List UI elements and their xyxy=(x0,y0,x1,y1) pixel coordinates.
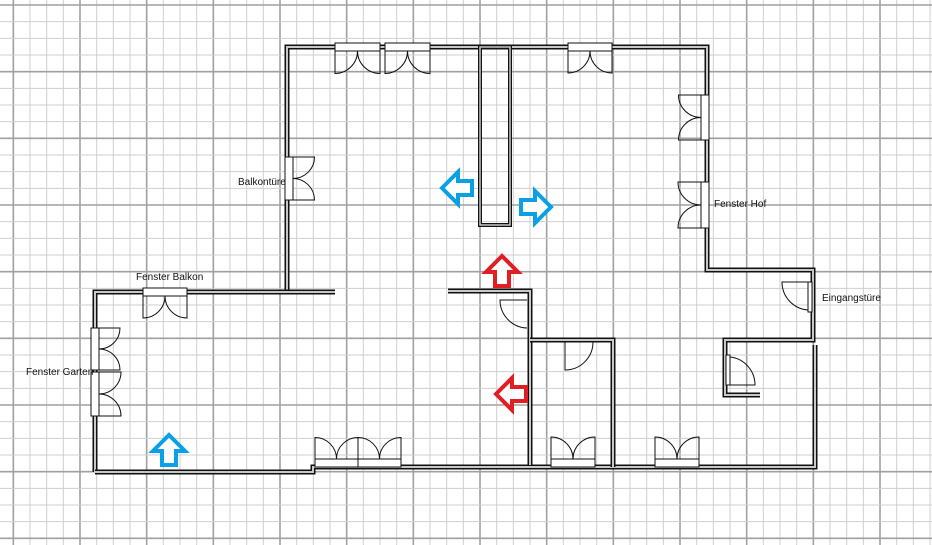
window-frame xyxy=(90,371,100,417)
window-frame xyxy=(142,287,188,297)
window-sash xyxy=(98,393,122,417)
window-frame xyxy=(334,42,381,52)
window-sash xyxy=(550,436,574,460)
column-wall xyxy=(478,45,512,227)
wall-hatch xyxy=(530,339,614,467)
wall xyxy=(448,288,533,465)
label-eingangstuere: Eingangstüre xyxy=(822,293,881,304)
window xyxy=(550,436,596,468)
window-sash xyxy=(98,371,122,395)
hall-door xyxy=(499,299,528,329)
window xyxy=(334,42,381,75)
window-sash xyxy=(357,436,380,460)
window xyxy=(90,371,122,417)
column-wall-hatch xyxy=(479,46,511,226)
window-sash xyxy=(677,204,702,229)
window-frame xyxy=(357,458,402,468)
window-sash xyxy=(379,436,402,460)
wall xyxy=(530,337,616,467)
entrance-door-frame xyxy=(807,281,813,313)
wall xyxy=(284,44,816,398)
label-fenster-balkon: Fenster Balkon xyxy=(136,272,203,283)
window-sash xyxy=(654,436,678,460)
door-leaf xyxy=(564,341,594,371)
label-fenster-garten: Fenster Garten xyxy=(26,367,93,378)
room-door xyxy=(564,341,594,371)
window-frame xyxy=(654,458,700,468)
window xyxy=(357,436,402,468)
arrow-up-blue xyxy=(148,432,190,467)
label-fenster-hof: Fenster Hof xyxy=(714,199,766,210)
window-sash xyxy=(384,50,408,75)
wall-hatch xyxy=(94,291,335,472)
window-sash xyxy=(334,50,358,75)
window-frame xyxy=(284,156,294,201)
window-sash xyxy=(292,178,316,201)
window-sash xyxy=(98,348,121,371)
arrow-up-red xyxy=(481,253,523,288)
wall-hatch xyxy=(95,345,816,473)
window-sash xyxy=(164,295,188,319)
window-sash xyxy=(292,156,316,179)
window-sash xyxy=(142,295,166,319)
storage-door-frame xyxy=(725,354,731,386)
door-leaf xyxy=(499,299,528,329)
arrow-left-red xyxy=(493,373,528,415)
wall-hatch xyxy=(448,290,531,465)
wall-hatch xyxy=(286,46,814,396)
arrows xyxy=(148,167,554,467)
window-frame xyxy=(384,42,431,52)
window-sash xyxy=(314,436,337,460)
window xyxy=(384,42,431,75)
window xyxy=(677,181,710,229)
window-frame xyxy=(567,42,613,52)
wall xyxy=(95,345,818,475)
window xyxy=(284,156,316,201)
window xyxy=(654,436,700,468)
window-sash xyxy=(676,436,700,460)
arrow-right-blue xyxy=(519,186,554,228)
window xyxy=(142,287,188,319)
window-sash xyxy=(567,50,591,74)
window-frame xyxy=(700,94,710,141)
window-frame xyxy=(314,458,359,468)
window-frame xyxy=(90,327,100,371)
window-sash xyxy=(98,327,121,350)
window-sash xyxy=(677,181,702,206)
storage-door xyxy=(729,355,756,386)
window-sash xyxy=(407,50,431,75)
door-leaf xyxy=(729,355,756,386)
window xyxy=(567,42,613,74)
window xyxy=(314,436,359,468)
entrance-door xyxy=(781,281,809,311)
window-sash xyxy=(589,50,613,74)
window-sash xyxy=(677,94,702,118)
window xyxy=(90,327,121,371)
door-leaf xyxy=(781,281,809,311)
arrow-left-blue xyxy=(439,167,474,209)
window-sash xyxy=(357,50,381,75)
wall xyxy=(92,289,335,472)
window-sash xyxy=(572,436,596,460)
window xyxy=(677,94,710,141)
label-balkontuere: Balkontüre xyxy=(238,177,286,188)
window-sash xyxy=(677,117,702,141)
window-frame xyxy=(550,458,596,468)
openings xyxy=(90,42,813,468)
window-frame xyxy=(700,181,710,229)
